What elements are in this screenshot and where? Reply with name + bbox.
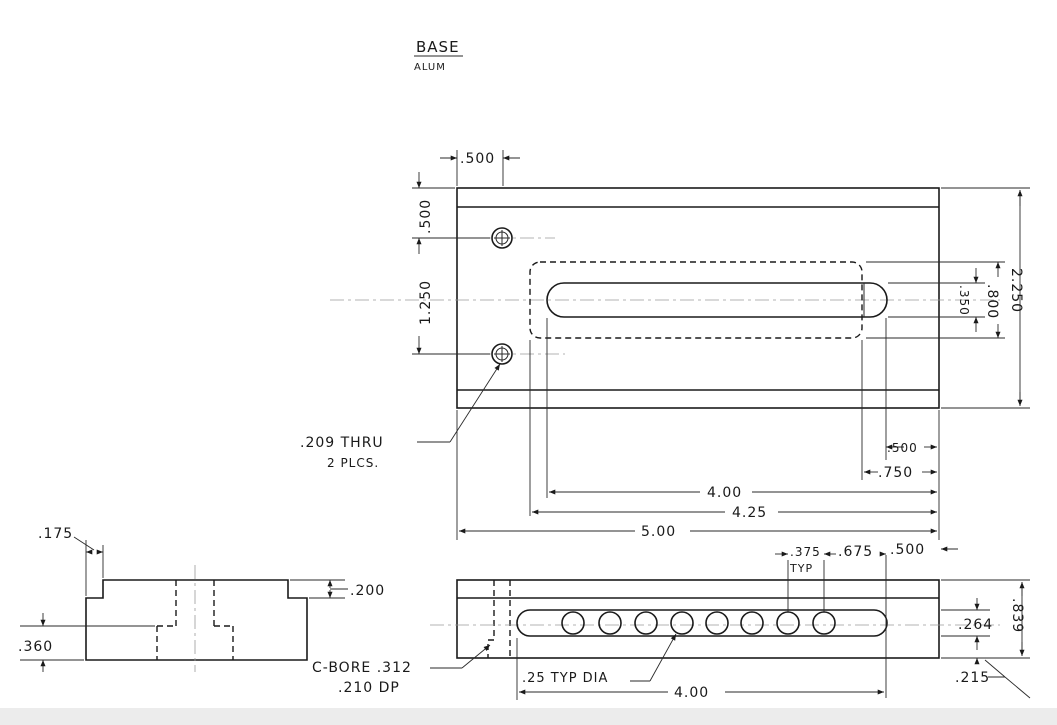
dim-pocket-width: .800: [984, 284, 1000, 319]
part-material: ALUM: [414, 62, 446, 73]
hole: [670, 611, 694, 635]
dim-215: .215: [955, 670, 990, 686]
slot: [546, 282, 888, 318]
dim-500-front: .500: [890, 542, 925, 558]
hidden-pocket: [529, 261, 863, 339]
dim-pitch: .375: [790, 545, 821, 559]
dim-end-500: .500: [887, 441, 918, 455]
dim-pocket-len: 4.25: [732, 505, 767, 521]
scan-edge: [0, 708, 1057, 725]
title-block: BASE ALUM: [414, 38, 463, 73]
hole: [598, 611, 622, 635]
dim-front-height: .839: [1009, 598, 1025, 633]
hole: [634, 611, 658, 635]
dim-pitch-note: TYP: [789, 562, 813, 575]
dim-hole-spacing: 1.250: [418, 280, 434, 325]
dim-end-height: .360: [18, 639, 53, 655]
dim-width: 2.250: [1008, 268, 1024, 313]
end-view: .175 .200 .360: [18, 526, 385, 672]
dim-slot-width: .350: [957, 285, 971, 316]
dim-front-len: 4.00: [674, 685, 709, 701]
note-cbore-1: C-BORE .312: [312, 660, 412, 676]
dim-left-offset: .500: [460, 151, 495, 167]
mounting-hole-bottom: [491, 343, 513, 365]
note-hole-2: 2 PLCS.: [327, 456, 379, 470]
end-view-outline: [85, 579, 308, 661]
hole: [812, 611, 836, 635]
front-slot: [516, 609, 888, 637]
hole: [740, 611, 764, 635]
front-view: .375 TYP .675 .500 .839 .264 .215 C-BORE…: [312, 542, 1031, 701]
dim-length: 5.00: [641, 524, 676, 540]
dim-slot-len: 4.00: [707, 485, 742, 501]
top-view-outline: [456, 187, 940, 409]
part-name: BASE: [416, 38, 460, 56]
note-hole-1: .209 THRU: [300, 435, 384, 451]
dim-top-hole: .500: [418, 199, 434, 234]
dim-step: .175: [38, 526, 73, 542]
mounting-hole-top: [491, 227, 513, 249]
dim-end-750: .750: [878, 465, 913, 481]
hole: [776, 611, 800, 635]
note-cbore-2: .210 DP: [338, 680, 400, 696]
hole: [561, 611, 585, 635]
top-view: .500 .500 1.250 2.250 .350 .800: [300, 150, 1030, 540]
dim-step-height: .200: [350, 583, 385, 599]
dim-675: .675: [838, 544, 873, 560]
front-view-outline: [456, 579, 940, 659]
hole: [705, 611, 729, 635]
hole-row: [561, 611, 836, 635]
note-dia: .25 TYP DIA: [522, 671, 608, 686]
dim-264: .264: [958, 617, 993, 633]
